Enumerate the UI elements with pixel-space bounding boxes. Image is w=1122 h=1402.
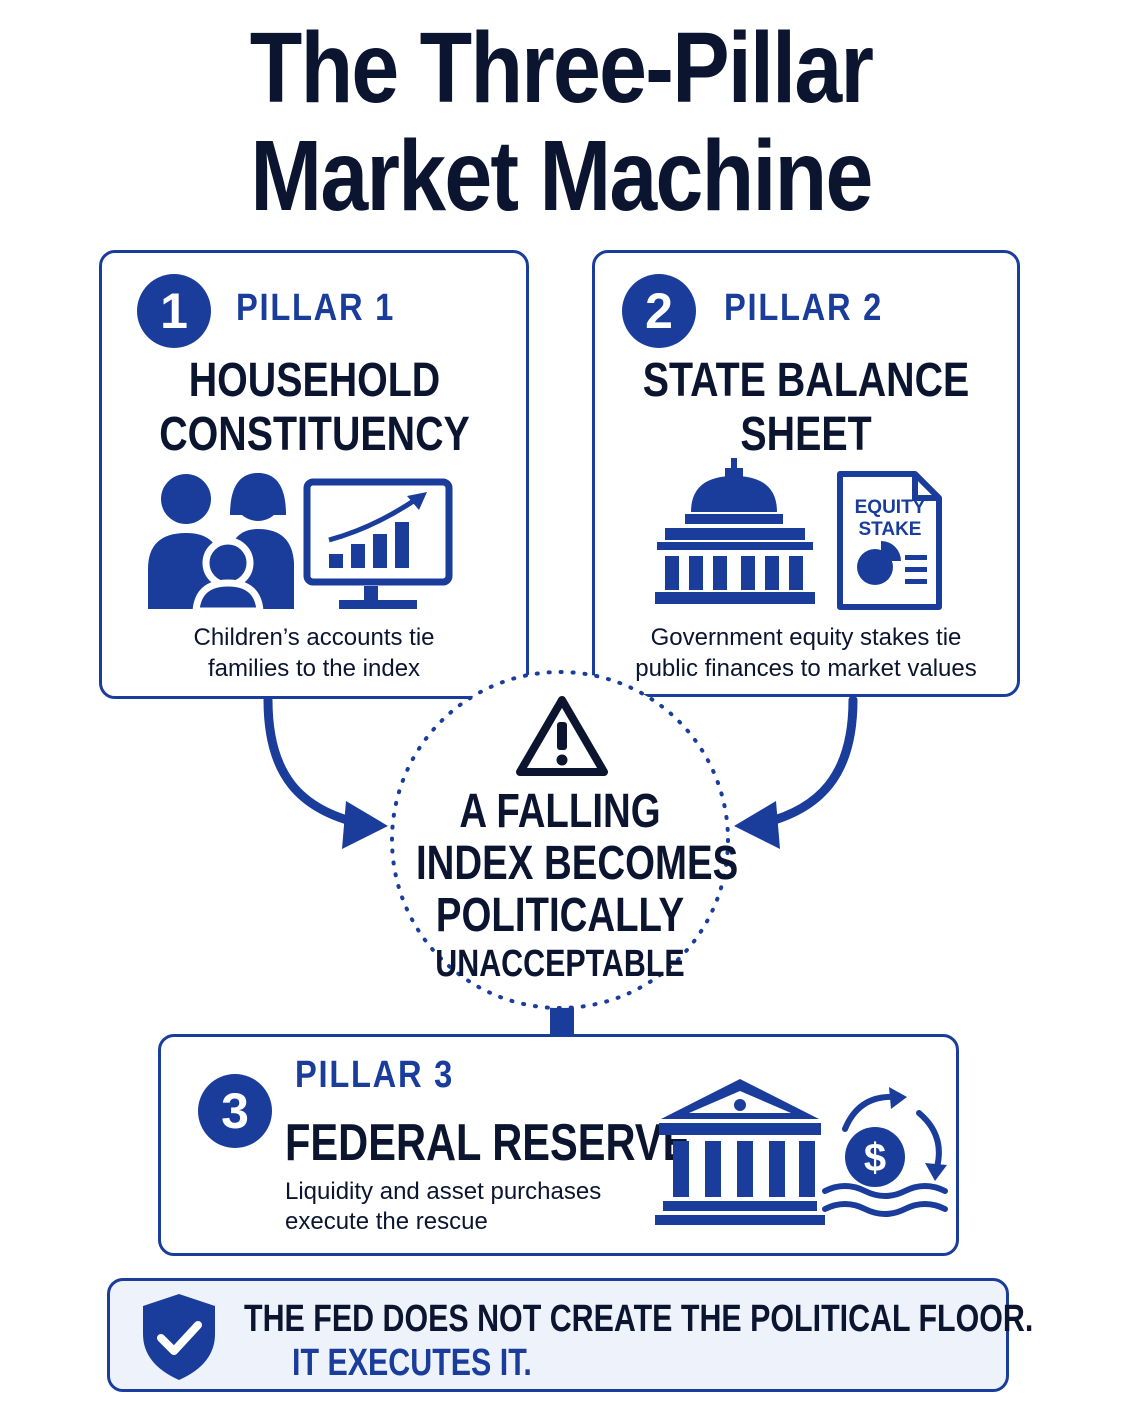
equity-stake-doc-label: EQUITY STAKE bbox=[845, 497, 935, 541]
pillar-3-desc-line-1: Liquidity and asset purchases bbox=[285, 1178, 602, 1205]
pillar-1-card: 1 PILLAR 1 HOUSEHOLD CONSTITUENCY Childr… bbox=[99, 250, 529, 699]
conclusion-line-1: THE FED DOES NOT CREATE THE POLITICAL FL… bbox=[244, 1298, 1034, 1340]
pillar-3-card: 3 PILLAR 3 FEDERAL RESERVE Liquidity and… bbox=[158, 1034, 959, 1256]
rising-chart-monitor-icon bbox=[303, 478, 453, 609]
pillar-1-number-badge: 1 bbox=[137, 274, 211, 348]
equity-stake-doc-label-line-2: STAKE bbox=[858, 519, 922, 540]
dollar-cycle-icon: $ bbox=[822, 1087, 948, 1217]
pillar-1-desc-line-2: families to the index bbox=[207, 655, 421, 682]
pillar-2-card: 2 PILLAR 2 STATE BALANCE SHEET EQUITY ST… bbox=[592, 250, 1020, 697]
page-title: The Three-Pillar Market Machine bbox=[79, 14, 1044, 230]
title-line-1: The Three-Pillar bbox=[249, 12, 874, 124]
pillar-2-heading-line-2: SHEET bbox=[740, 408, 872, 461]
pillar-1-heading-line-1: HOUSEHOLD bbox=[188, 354, 441, 407]
pillar-3-label: PILLAR 3 bbox=[295, 1054, 455, 1096]
capitol-building-icon bbox=[655, 458, 815, 604]
center-line-1: A FALLING bbox=[459, 785, 661, 838]
pillar-2-heading-line-1: STATE BALANCE bbox=[642, 354, 970, 407]
center-line-2: INDEX BECOMES bbox=[416, 837, 739, 890]
pillar-2-desc-line-1: Government equity stakes tie bbox=[650, 624, 962, 651]
center-message: A FALLING INDEX BECOMES POLITICALLY UNAC… bbox=[416, 785, 739, 986]
equity-stake-doc-label-line-1: EQUITY bbox=[854, 497, 926, 518]
title-line-2: Market Machine bbox=[250, 120, 873, 232]
conclusion-line-2: IT EXECUTES IT. bbox=[292, 1342, 532, 1384]
conclusion-banner bbox=[107, 1278, 1009, 1392]
center-line-4: UNACCEPTABLE bbox=[435, 943, 685, 985]
family-icon bbox=[148, 473, 294, 615]
pillar-2-number-badge: 2 bbox=[622, 274, 696, 348]
arrowhead-left bbox=[342, 801, 388, 849]
federal-reserve-building-icon bbox=[655, 1079, 825, 1225]
pillar-3-number-badge: 3 bbox=[198, 1074, 272, 1148]
pillar-3-heading: FEDERAL RESERVE bbox=[285, 1114, 691, 1172]
pillar-1-heading-line-2: CONSTITUENCY bbox=[159, 408, 470, 461]
arrowhead-right bbox=[734, 801, 780, 849]
center-line-3: POLITICALLY bbox=[435, 889, 685, 942]
shield-check-icon bbox=[143, 1294, 215, 1380]
pillar-1-label: PILLAR 1 bbox=[236, 287, 396, 329]
pillar-2-label: PILLAR 2 bbox=[724, 287, 884, 329]
arrow-pillar1-to-center bbox=[263, 695, 367, 829]
equity-stake-document-icon bbox=[837, 471, 942, 610]
arrow-pillar2-to-center bbox=[755, 695, 858, 829]
pillar-3-desc-line-2: execute the rescue bbox=[285, 1208, 488, 1235]
svg-text:$: $ bbox=[864, 1136, 886, 1180]
pillar-2-desc-line-2: public finances to market values bbox=[635, 655, 977, 682]
conclusion-text: THE FED DOES NOT CREATE THE POLITICAL FL… bbox=[244, 1297, 1033, 1385]
warning-triangle-icon bbox=[516, 696, 608, 776]
pillar-1-desc-line-1: Children’s accounts tie bbox=[193, 624, 435, 651]
